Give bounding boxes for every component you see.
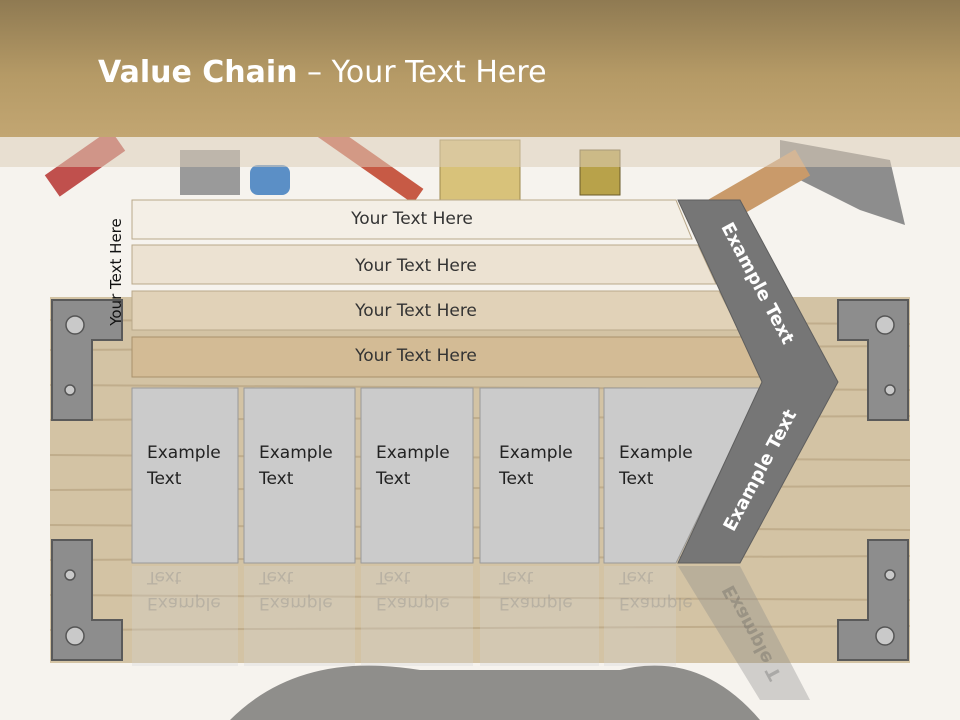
box-2-shape [243,387,356,564]
box-4-line1: Example [499,443,573,463]
bar-3-label: Your Text Here [355,301,477,321]
bar-1-shape [131,199,693,240]
box-5-line1: Example [619,443,693,463]
title-rest: – Your Text Here [297,55,547,90]
title-bold: Value Chain [98,55,298,90]
box-3-line2: Text [376,469,411,489]
box-1-shape [131,387,239,564]
box-5-line2: Text [619,469,654,489]
box-3-line1: Example [376,443,450,463]
box-4-line2: Text [499,469,534,489]
value-chain-arrow [677,199,839,564]
box-2-line2: Text [259,469,294,489]
bar-1-label: Your Text Here [351,209,473,229]
box-3-shape [360,387,474,564]
box-4-shape [479,387,600,564]
bar-4-label: Your Text Here [355,346,477,366]
title-band [0,0,960,137]
bar-2-label: Your Text Here [355,256,477,276]
box-1-line1: Example [147,443,221,463]
title-divider-strip [0,137,960,167]
slide-title: Value Chain – Your Text Here [98,55,547,90]
arrow-reflection [678,566,810,700]
box-1-line2: Text [147,469,182,489]
bar-2-shape [131,244,717,285]
box-2-line1: Example [259,443,333,463]
